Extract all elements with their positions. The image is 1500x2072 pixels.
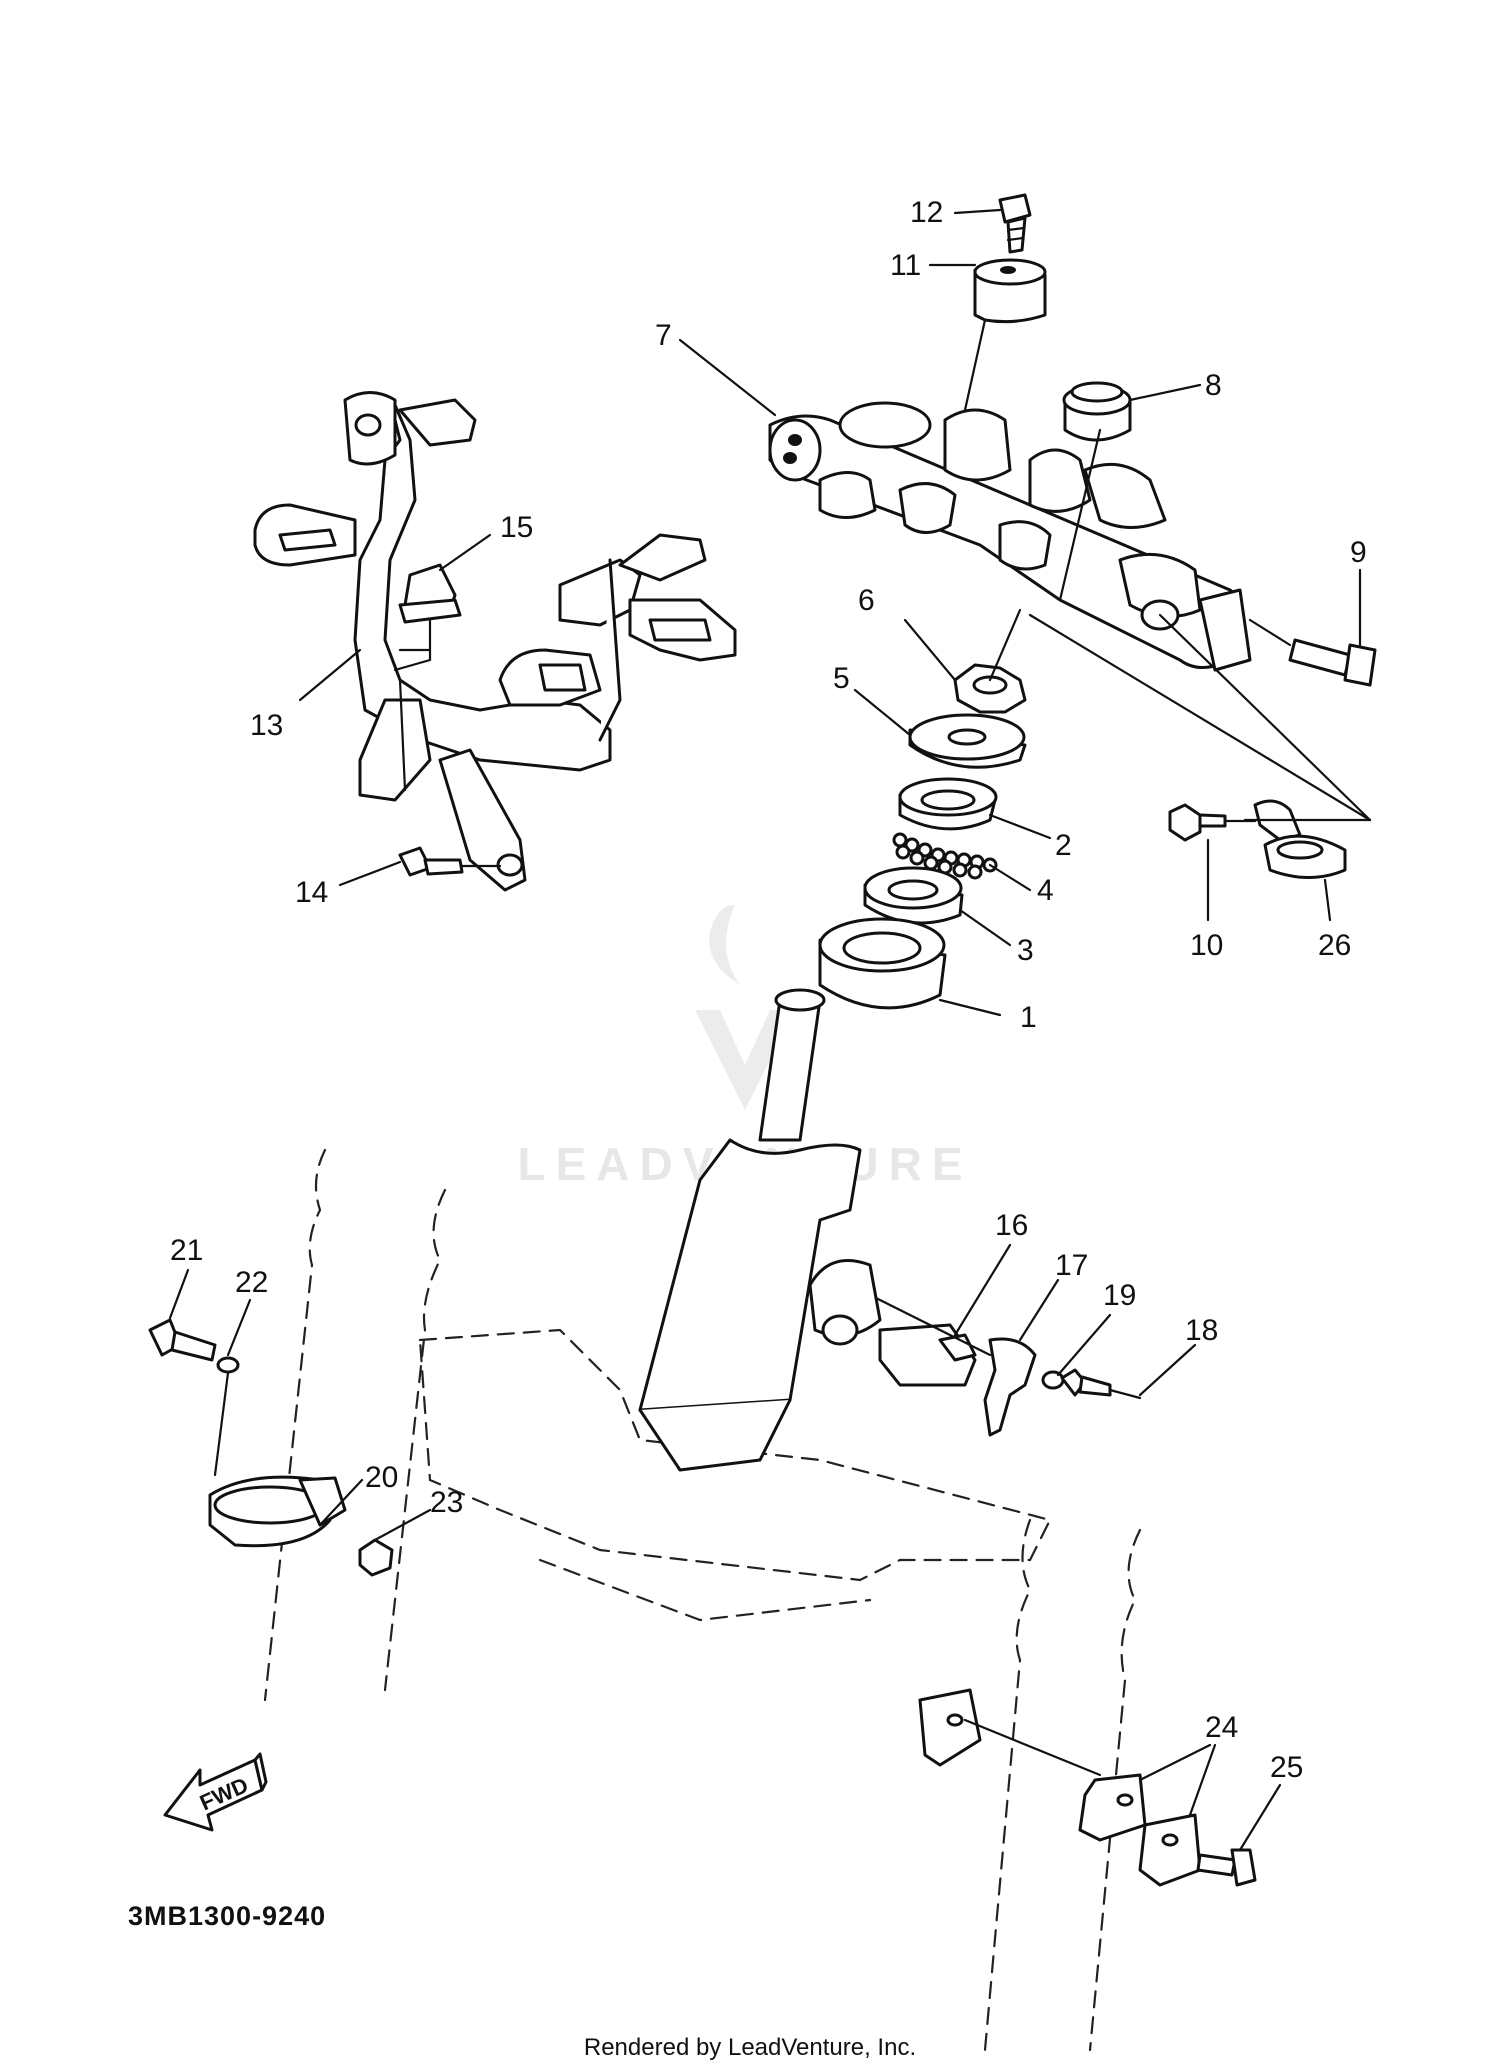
- part-3-race: [863, 866, 964, 925]
- assembly-lines-upper: [988, 428, 1372, 822]
- callout-19: 19: [1103, 1279, 1136, 1312]
- callout-labels: 1 2 3 4 5 6 7 8 9 10 11 12 13 14 15 16 1…: [170, 196, 1367, 1784]
- callout-17: 17: [1055, 1249, 1088, 1282]
- part-16-switch: [808, 1259, 992, 1387]
- callout-7: 7: [655, 319, 672, 352]
- part-10-bolt: [1168, 803, 1257, 842]
- part-23-nut: [358, 1538, 394, 1577]
- callout-22: 22: [235, 1266, 268, 1299]
- fork-ghost-lines: [263, 1148, 1142, 2052]
- callout-20: 20: [365, 1461, 398, 1494]
- part-21-bolt: [148, 1318, 217, 1362]
- callout-9: 9: [1350, 536, 1367, 569]
- part-22-washer: [213, 1356, 240, 1477]
- callout-11: 11: [890, 249, 921, 282]
- fwd-arrow-icon: FWD: [163, 1752, 268, 1832]
- callout-10: 10: [1190, 929, 1223, 962]
- callout-8: 8: [1205, 369, 1222, 402]
- part-25-bolt: [1196, 1848, 1257, 1887]
- callout-1: 1: [1020, 1001, 1037, 1034]
- callout-14: 14: [295, 876, 328, 909]
- part-20-clamp: [208, 1475, 347, 1548]
- callout-5: 5: [833, 662, 850, 695]
- part-17-plate: [983, 1337, 1037, 1437]
- part-18-screw: [1060, 1368, 1142, 1400]
- part-13-headlight-stay: [253, 391, 737, 892]
- callout-23: 23: [430, 1486, 463, 1519]
- callout-16: 16: [995, 1209, 1028, 1242]
- callout-2: 2: [1055, 829, 1072, 862]
- part-2-race: [898, 777, 998, 831]
- drawing-code: 3MB1300-9240: [128, 1901, 326, 1931]
- callout-3: 3: [1017, 934, 1034, 967]
- callout-12: 12: [910, 196, 943, 229]
- callout-26: 26: [1318, 929, 1351, 962]
- part-19-washer: [1041, 1370, 1065, 1390]
- part-9-bolt: [1248, 618, 1377, 687]
- part-7-upper-bracket: [768, 401, 1252, 672]
- part-15-grommet: [393, 563, 462, 672]
- part-24-brackets: [918, 1688, 1202, 1887]
- callout-21: 21: [170, 1234, 203, 1267]
- part-11-holder: [963, 258, 1047, 412]
- callout-15: 15: [500, 511, 533, 544]
- part-12-bolt: [998, 193, 1032, 254]
- callout-25: 25: [1270, 1751, 1303, 1784]
- callout-leaders: [168, 208, 1362, 1852]
- part-26-bracket: [1243, 799, 1372, 879]
- callout-4: 4: [1037, 874, 1054, 907]
- part-1-bearing: [818, 917, 947, 1010]
- part-5-washer: [908, 713, 1027, 769]
- part-6-nut: [953, 663, 1027, 714]
- render-credit: Rendered by LeadVenture, Inc.: [584, 2034, 916, 2061]
- part-8-cap: [1062, 381, 1132, 442]
- callout-18: 18: [1185, 1314, 1218, 1347]
- part-14-bolt: [398, 846, 502, 877]
- callout-13: 13: [250, 709, 283, 742]
- callout-24: 24: [1205, 1711, 1238, 1744]
- callout-6: 6: [858, 584, 875, 617]
- steering-stem: [638, 988, 862, 1472]
